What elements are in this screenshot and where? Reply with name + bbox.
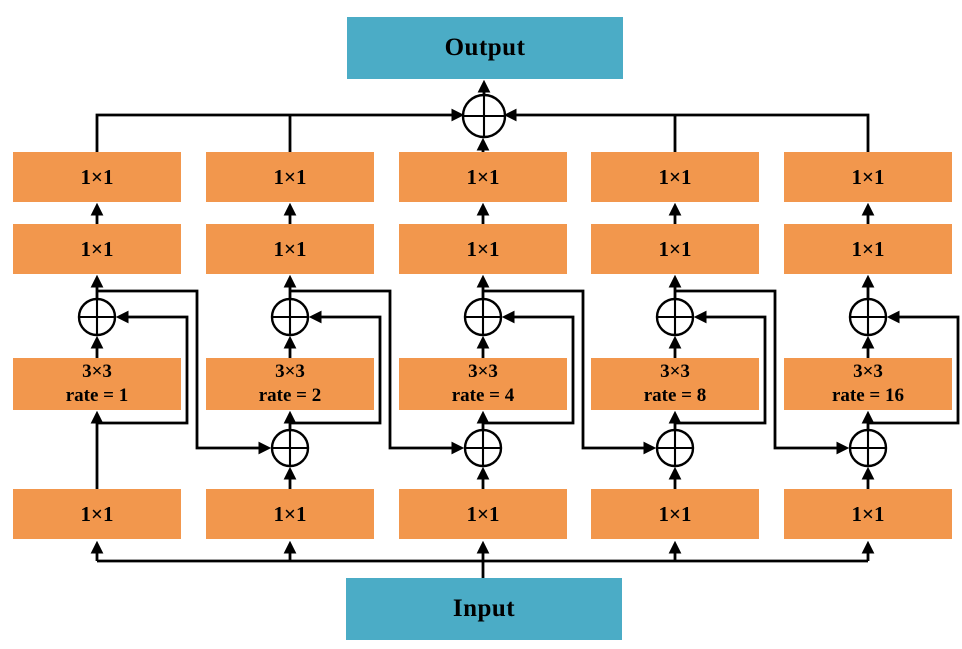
sum-node-residual-col1 <box>77 297 117 337</box>
col3-bottom-1x1-box: 1×1 <box>399 489 567 539</box>
output-label: Output <box>444 34 526 61</box>
sum-node-cascade-col3 <box>463 428 503 468</box>
col4-bottom-1x1-box: 1×1 <box>591 489 759 539</box>
col3-mid-1x1-box: 1×1 <box>399 224 567 274</box>
wire-col1-riser-top-bus-left <box>95 108 465 153</box>
wire-col2-to-col3-sum <box>290 289 465 455</box>
col2-top-1x1-box: 1×1 <box>206 152 374 202</box>
conv-label: 3×3 <box>275 361 305 383</box>
dilation-rate-label: rate = 2 <box>258 385 322 406</box>
conv-label: 1×1 <box>658 236 692 261</box>
dilation-rate-label: rate = 16 <box>831 385 905 406</box>
col2-bottom-1x1-box: 1×1 <box>206 489 374 539</box>
conv-label: 1×1 <box>466 501 500 526</box>
col1-bottom-1x1-box: 1×1 <box>13 489 181 539</box>
sum-node-residual-col2 <box>270 297 310 337</box>
sum-node-cascade-col5 <box>848 428 888 468</box>
conv-label: 1×1 <box>851 501 885 526</box>
conv-label: 3×3 <box>660 361 690 383</box>
sum-node-residual-col3 <box>463 297 503 337</box>
conv-label: 3×3 <box>82 361 112 383</box>
conv-label: 1×1 <box>466 236 500 261</box>
dilation-rate-label: rate = 1 <box>65 385 129 406</box>
conv-label: 1×1 <box>658 501 692 526</box>
wire-col1-to-col2-sum <box>97 289 272 455</box>
conv-label: 1×1 <box>80 236 114 261</box>
conv-label: 1×1 <box>851 236 885 261</box>
input-box: Input <box>346 578 622 640</box>
conv-label: 1×1 <box>658 164 692 189</box>
col2-mid-1x1-box: 1×1 <box>206 224 374 274</box>
sum-nodes <box>77 93 888 468</box>
input-label: Input <box>452 595 516 622</box>
col1-mid-1x1-box: 1×1 <box>13 224 181 274</box>
conv-label: 1×1 <box>851 164 885 189</box>
sum-node-cascade-col2 <box>270 428 310 468</box>
col5-bottom-1x1-box: 1×1 <box>784 489 952 539</box>
wire-col5-riser-top-bus-right <box>503 108 870 153</box>
col5-top-1x1-box: 1×1 <box>784 152 952 202</box>
conv-label: 1×1 <box>80 501 114 526</box>
col3-top-1x1-box: 1×1 <box>399 152 567 202</box>
output-box: Output <box>347 17 623 79</box>
wire-col4-to-col5-sum <box>675 289 850 455</box>
col3-3x3-conv-box: 3×3 rate = 4 <box>399 358 567 410</box>
sum-node-residual-col5 <box>848 297 888 337</box>
sum-node-output <box>461 93 507 139</box>
conv-label: 1×1 <box>466 164 500 189</box>
wire-col5-residual-bypass <box>868 310 960 425</box>
wire-col1-residual-bypass <box>97 310 189 425</box>
col5-mid-1x1-box: 1×1 <box>784 224 952 274</box>
col1-top-1x1-box: 1×1 <box>13 152 181 202</box>
col5-3x3-conv-box: 3×3 rate = 16 <box>784 358 952 410</box>
col4-mid-1x1-box: 1×1 <box>591 224 759 274</box>
wire-col4-residual-bypass <box>675 310 767 425</box>
conv-label: 3×3 <box>468 361 498 383</box>
conv-label: 1×1 <box>80 164 114 189</box>
wire-col3-residual-bypass <box>483 310 575 425</box>
col1-3x3-conv-box: 3×3 rate = 1 <box>13 358 181 410</box>
col2-3x3-conv-box: 3×3 rate = 2 <box>206 358 374 410</box>
conv-label: 1×1 <box>273 164 307 189</box>
col4-3x3-conv-box: 3×3 rate = 8 <box>591 358 759 410</box>
conv-label: 1×1 <box>273 501 307 526</box>
sum-node-residual-col4 <box>655 297 695 337</box>
conv-label: 3×3 <box>853 361 883 383</box>
dilation-rate-label: rate = 8 <box>643 385 707 406</box>
col4-top-1x1-box: 1×1 <box>591 152 759 202</box>
wires <box>90 79 960 578</box>
wire-col3-to-col4-sum <box>483 289 657 455</box>
conv-label: 1×1 <box>273 236 307 261</box>
sum-node-cascade-col4 <box>655 428 695 468</box>
wire-col2-residual-bypass <box>290 310 382 425</box>
dilation-rate-label: rate = 4 <box>451 385 515 406</box>
